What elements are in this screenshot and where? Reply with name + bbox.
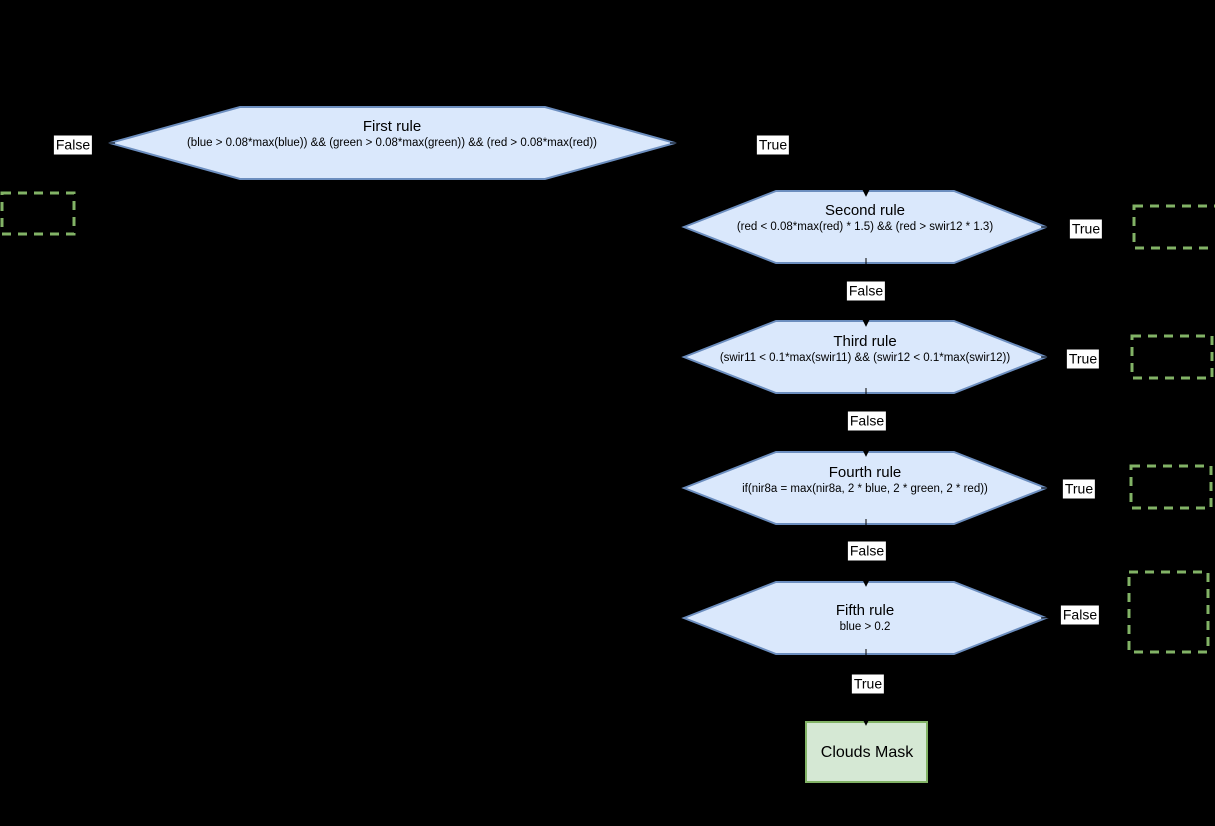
fifth-rule-title: Fifth rule	[835, 602, 895, 619]
clouds-mask-label: Clouds Mask	[820, 744, 914, 761]
edge-label-fifth-rule-false: False	[1060, 605, 1100, 625]
third-rule-title: Third rule	[833, 333, 897, 350]
placeholder-box-second-true	[1132, 204, 1215, 250]
clouds-mask-box	[805, 721, 928, 783]
edge-label-second-rule-true: True	[1069, 219, 1103, 239]
connector-first-rule-true	[670, 142, 871, 197]
edge-label-fifth-rule-true: True	[851, 674, 885, 694]
fourth-rule-condition: if(nir8a = max(nir8a, 2 * blue, 2 * gree…	[742, 483, 988, 495]
fourth-rule-label: Fourth rule if(nir8a = max(nir8a, 2 * bl…	[742, 463, 988, 497]
edge-label-first-rule-false: False	[53, 135, 93, 155]
first-rule-label: First rule (blue > 0.08*max(blue)) && (g…	[187, 117, 597, 151]
edge-label-fourth-rule-true: True	[1062, 479, 1096, 499]
edge-label-fourth-rule-false: False	[847, 541, 887, 561]
third-rule-label: Third rule (swir11 < 0.1*max(swir11) && …	[720, 332, 1010, 366]
edge-label-third-rule-true: True	[1066, 349, 1100, 369]
placeholder-box-first-false	[0, 191, 76, 236]
edge-label-third-rule-false: False	[847, 411, 887, 431]
fifth-rule-label: Fifth rule blue > 0.2	[836, 601, 894, 635]
second-rule-title: Second rule	[824, 202, 906, 219]
placeholder-box-fifth-false	[1127, 570, 1210, 654]
placeholder-box-third-true	[1130, 334, 1214, 380]
first-rule-title: First rule	[362, 118, 422, 135]
third-rule-condition: (swir11 < 0.1*max(swir11) && (swir12 < 0…	[719, 352, 1011, 364]
first-rule-condition: (blue > 0.08*max(blue)) && (green > 0.08…	[186, 137, 598, 149]
edge-label-second-rule-false: False	[846, 281, 886, 301]
edge-label-first-rule-true: True	[756, 135, 790, 155]
second-rule-label: Second rule (red < 0.08*max(red) * 1.5) …	[737, 201, 993, 235]
fifth-rule-condition: blue > 0.2	[839, 621, 891, 633]
second-rule-condition: (red < 0.08*max(red) * 1.5) && (red > sw…	[736, 221, 994, 233]
placeholder-box-fourth-true	[1129, 464, 1213, 510]
fourth-rule-title: Fourth rule	[828, 464, 902, 481]
